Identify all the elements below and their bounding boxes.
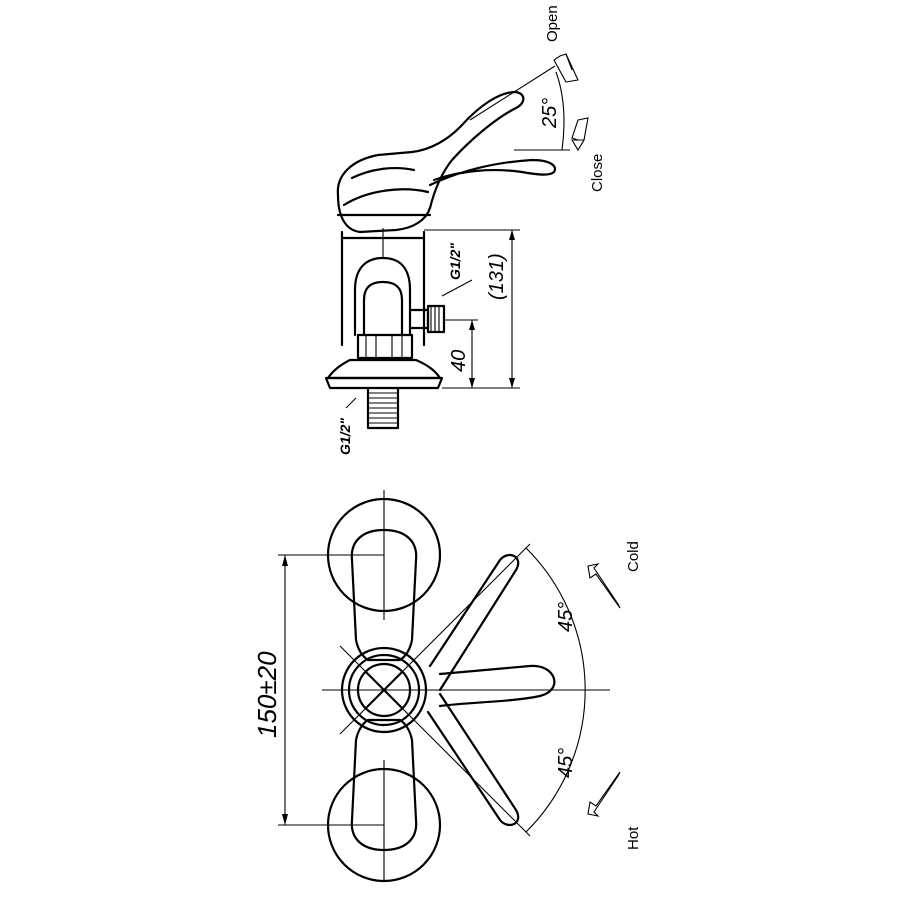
- bottom-thread: [366, 386, 400, 430]
- label-cold: Cold: [625, 541, 642, 572]
- valve-body: [340, 230, 446, 360]
- thread-side-label: G1/2": [447, 243, 463, 280]
- side-view: Open Close 25° G1/2" G1/2" (131) 40: [324, 5, 606, 455]
- label-close: Close: [589, 154, 606, 192]
- open-arrow-icon: [553, 53, 579, 83]
- dim-total-height: (131): [486, 253, 508, 300]
- dim-center-distance: 150±20: [252, 651, 282, 738]
- dimension-lines: [345, 229, 520, 409]
- angle-hot: 45°: [555, 748, 577, 778]
- cold-arrow-icon: [587, 563, 621, 609]
- lever-angle-arc: [469, 65, 570, 151]
- base-plate: [324, 358, 444, 390]
- lever-handle: [336, 90, 557, 234]
- label-hot: Hot: [625, 826, 642, 850]
- label-open: Open: [544, 5, 561, 42]
- lever-positions: [426, 553, 556, 827]
- angle-cold: 45°: [555, 602, 577, 632]
- diagonal-centerline-cold: [339, 543, 531, 735]
- close-arrow-icon: [571, 117, 589, 152]
- top-view: Cold Hot 45° 45° 150±20: [252, 490, 642, 883]
- angle-lever: 25°: [539, 98, 561, 129]
- diagonal-centerline-hot: [339, 645, 531, 837]
- thread-bottom-label: G1/2": [337, 418, 353, 455]
- swing-arc: [525, 547, 586, 833]
- hot-arrow-icon: [587, 771, 621, 817]
- dim-outlet-height: 40: [448, 350, 470, 372]
- center-distance-dimension: [278, 554, 384, 826]
